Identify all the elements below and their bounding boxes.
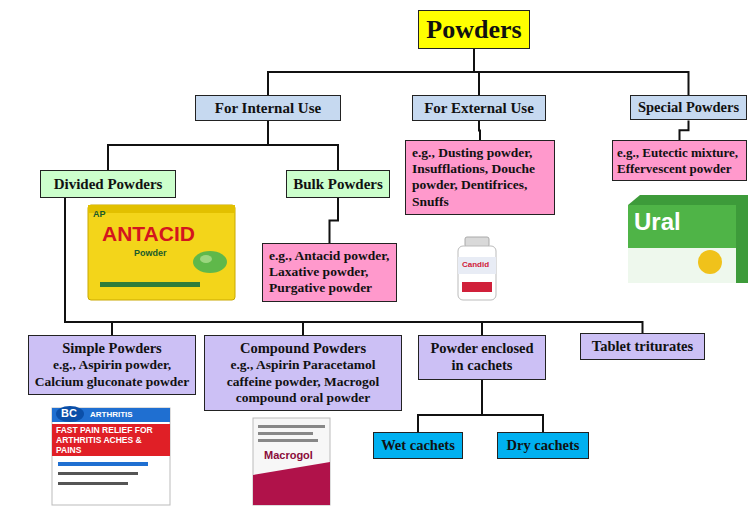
node-body: e.g., Aspirin powder, Calcium gluconate … xyxy=(34,357,190,389)
brand-text: Macrogol xyxy=(264,449,313,461)
node-label: Simple Powders xyxy=(34,340,190,357)
category-box: For External Use xyxy=(412,95,546,121)
example-box: e.g., Eutectic mixture, Effervescent pow… xyxy=(612,140,747,181)
node-label: For External Use xyxy=(417,99,541,117)
tree-connector xyxy=(479,121,480,140)
node-body: e.g., Aspirin Paracetamol caffeine powde… xyxy=(210,357,396,406)
product-text: ARTHRITIS xyxy=(90,410,133,419)
node-label: Divided Powders xyxy=(45,175,171,193)
category-box: Special Powders xyxy=(630,95,747,120)
example-box: e.g., Dusting powder, Insufflations, Dou… xyxy=(405,140,555,215)
cachet-box: Wet cachets xyxy=(373,432,463,459)
brand-text: ANTACID xyxy=(102,222,195,246)
product-text: FAST PAIN RELIEF FOR ARTHRITIS ACHES & P… xyxy=(56,426,166,455)
node-label: e.g., Antacid powder, Laxative powder, P… xyxy=(269,248,390,297)
root-box: Powders xyxy=(418,10,530,49)
node-label: Bulk Powders xyxy=(291,175,385,193)
type-box: Bulk Powders xyxy=(286,170,390,198)
subtype-box: Simple Powderse.g., Aspirin powder, Calc… xyxy=(28,335,196,395)
product-text: Powder xyxy=(134,248,167,258)
node-label: Tablet triturates xyxy=(586,338,699,355)
subtype-box: Powder enclosed in cachets xyxy=(418,335,546,380)
tree-connector xyxy=(268,121,338,170)
macrogol-sachet xyxy=(253,418,330,505)
subtype-box: Tablet triturates xyxy=(580,333,705,360)
tree-connector xyxy=(65,198,482,335)
type-box: Divided Powders xyxy=(40,170,176,198)
powder-bottle xyxy=(458,237,496,300)
node-label: Compound Powders xyxy=(210,340,396,357)
brand-text: Ural xyxy=(634,208,681,236)
cachet-box: Dry cachets xyxy=(497,432,589,459)
tree-connector xyxy=(482,380,543,432)
node-label: Wet cachets xyxy=(377,437,459,454)
brand-text: Candid xyxy=(462,260,489,269)
effervescent-box xyxy=(628,195,748,283)
node-label: Special Powders xyxy=(633,99,744,116)
node-label: e.g., Eutectic mixture, Effervescent pow… xyxy=(617,145,742,176)
aspirin-box xyxy=(52,406,170,505)
brand-text: BC xyxy=(61,407,77,419)
tree-connector xyxy=(65,198,643,333)
tree-connector xyxy=(330,198,339,243)
node-label: For Internal Use xyxy=(200,99,336,117)
node-label: Dry cachets xyxy=(501,437,585,454)
node-label: e.g., Dusting powder, Insufflations, Dou… xyxy=(412,145,548,210)
category-box: For Internal Use xyxy=(195,95,341,121)
tree-connector xyxy=(680,120,689,140)
tree-connector xyxy=(268,49,474,95)
node-label: Powder enclosed in cachets xyxy=(424,340,540,375)
antacid-packet xyxy=(88,205,235,300)
tree-connector xyxy=(418,380,482,432)
tree-connector xyxy=(474,49,689,95)
brand-text: AP xyxy=(93,209,106,219)
node-label: Powders xyxy=(423,14,525,45)
example-box: e.g., Antacid powder, Laxative powder, P… xyxy=(262,243,397,302)
subtype-box: Compound Powderse.g., Aspirin Paracetamo… xyxy=(204,335,402,411)
tree-connector xyxy=(108,121,268,170)
